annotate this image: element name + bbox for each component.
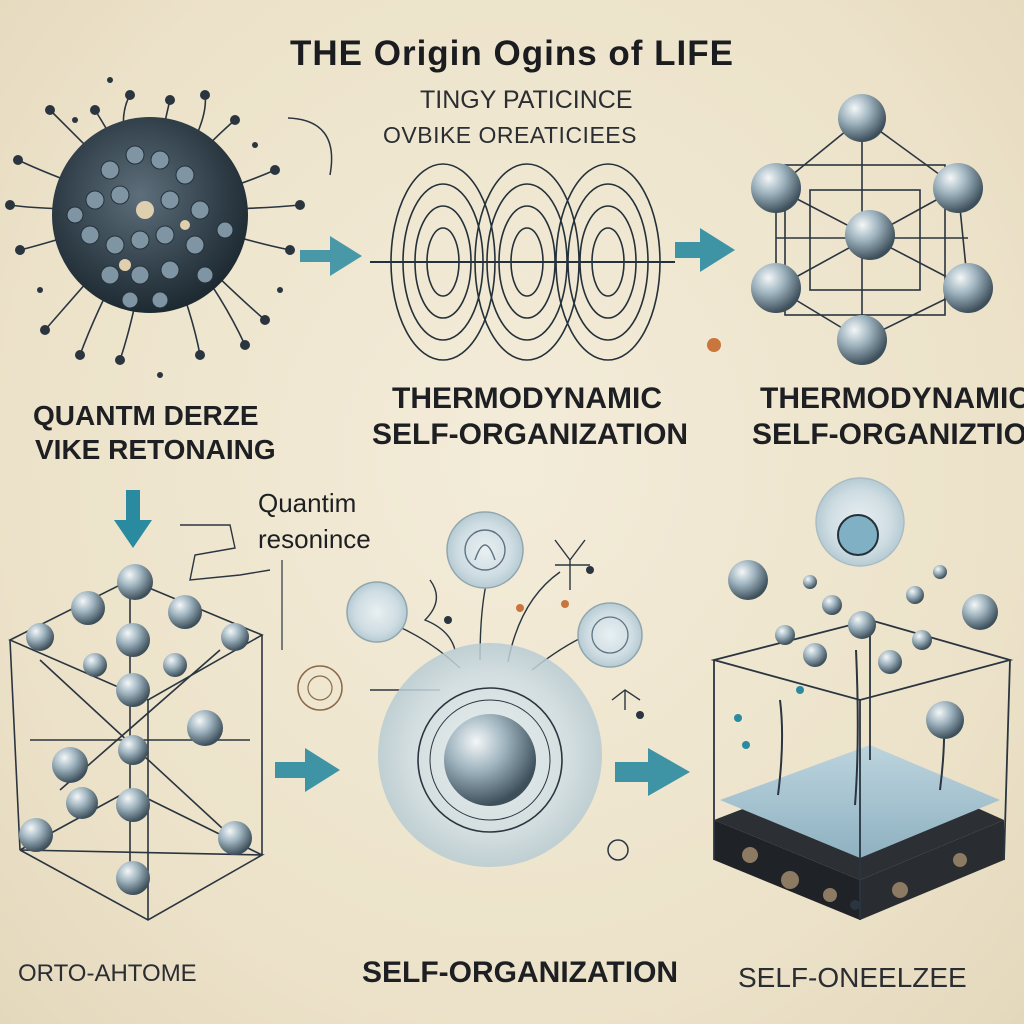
subtitle-line-1: TINGY PATICINCE <box>420 86 633 114</box>
bubble-icon <box>297 511 644 867</box>
container-icon <box>710 477 1014 920</box>
atom-cluster-icon <box>5 77 305 378</box>
top-left-caption-line-1: QUANTM DERZE <box>33 400 259 431</box>
subtitle-line-2: OVBIKE OREATICIEES <box>383 122 637 148</box>
crystal-lattice-icon <box>8 564 265 921</box>
top-right-caption-line-1: THERMODYNAMIC <box>760 382 1024 415</box>
annotation-curve <box>287 117 333 176</box>
arrow-right-icon <box>300 236 362 276</box>
top-middle-caption-line-1: THERMODYNAMIC <box>392 382 662 415</box>
accent-dot <box>707 338 721 352</box>
annotation-line-2: resonince <box>258 524 371 554</box>
arrow-right-icon <box>675 228 735 272</box>
annotation-curve <box>180 524 271 581</box>
wave-icon <box>370 163 675 361</box>
page-title: THE Origin Ogins of LIFE <box>290 34 734 73</box>
bottom-right-caption: SELF-ONEELZEE <box>738 962 967 993</box>
arrow-right-icon <box>615 748 690 796</box>
arrow-down-icon <box>114 490 152 548</box>
bottom-middle-caption: SELF-ORGANIZATION <box>362 956 679 989</box>
bottom-left-caption: ORTO-AHTOME <box>18 960 197 987</box>
annotation-line-1: Quantim <box>258 488 357 518</box>
arrow-right-icon <box>275 748 340 792</box>
lattice-icon <box>751 94 993 365</box>
top-middle-caption-line-2: SELF-ORGANIZATION <box>372 418 689 451</box>
top-left-caption-line-2: VIKE RETONAING <box>35 434 276 465</box>
top-right-caption-line-2: SELF-ORGANIZTION <box>752 418 1024 451</box>
